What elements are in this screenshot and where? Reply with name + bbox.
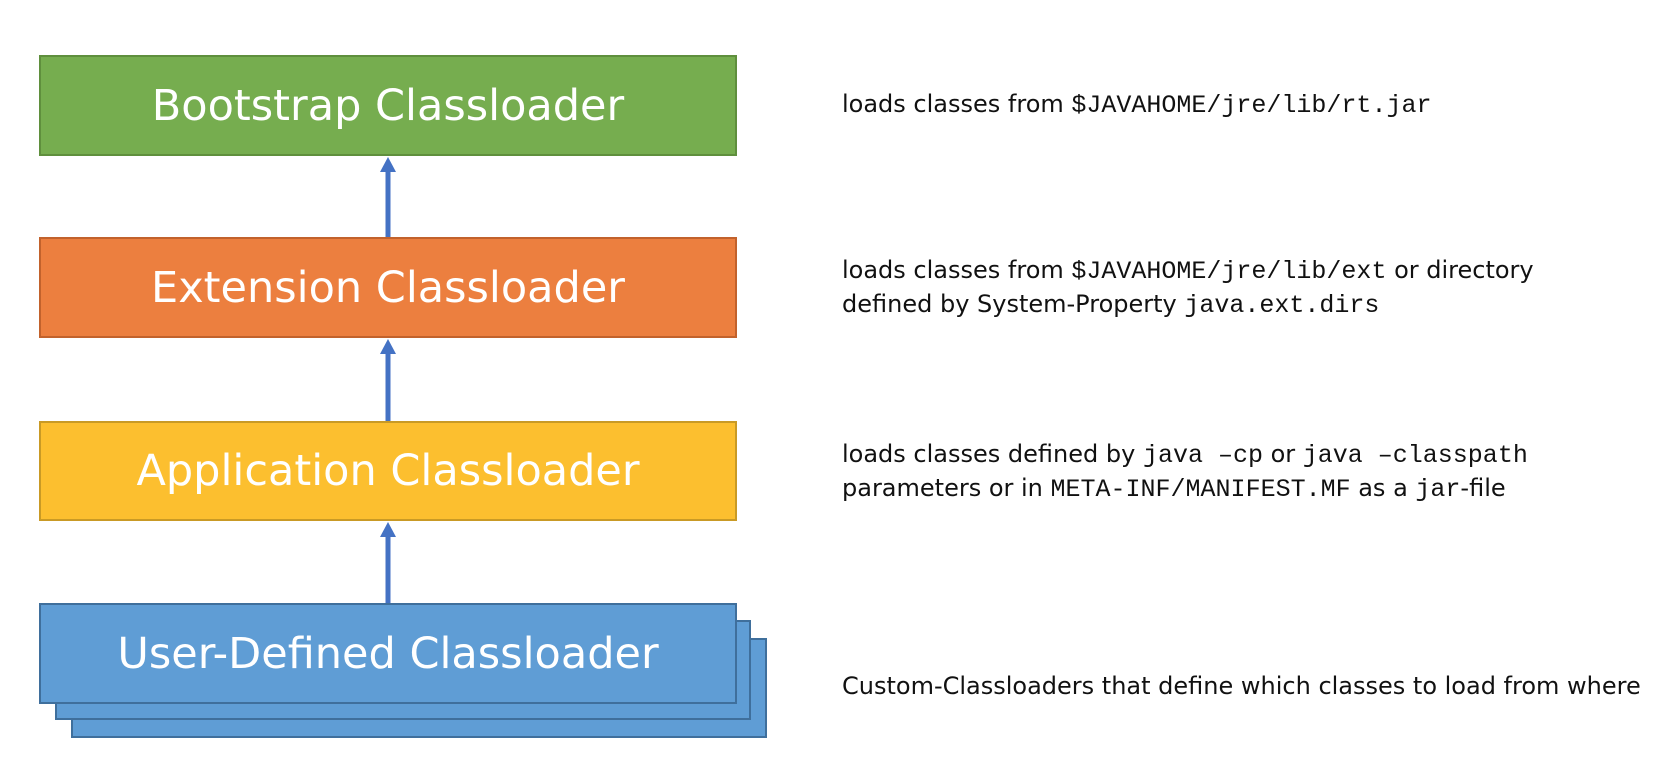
application-classloader-box: Application Classloader	[39, 421, 737, 521]
extension-classloader-label: Extension Classloader	[151, 262, 625, 313]
application-desc-line1: loads classes defined by java –cp or jav…	[842, 438, 1662, 472]
extension-classloader-box: Extension Classloader	[39, 237, 737, 338]
arrow-extension-to-bootstrap	[380, 157, 396, 237]
application-desc-code4: jar	[1415, 475, 1461, 504]
application-desc-code3: META-INF/MANIFEST.MF	[1050, 475, 1351, 504]
user-defined-classloader-label: User-Defined Classloader	[117, 628, 659, 679]
application-desc-line2: parameters or in META-INF/MANIFEST.MF as…	[842, 472, 1662, 506]
application-desc-mid2: as a	[1350, 474, 1416, 502]
extension-desc-text1: loads classes from	[842, 256, 1072, 284]
user-defined-desc-text: Custom-Classloaders that define which cl…	[842, 672, 1641, 700]
application-desc-text1: loads classes defined by	[842, 440, 1143, 468]
application-desc-text2: parameters or in	[842, 474, 1051, 502]
extension-desc-text2: defined by System-Property	[842, 290, 1185, 318]
bootstrap-description: loads classes from $JAVAHOME/jre/lib/rt.…	[842, 88, 1662, 122]
user-defined-description: Custom-Classloaders that define which cl…	[842, 670, 1662, 703]
extension-desc-tail: or directory	[1386, 256, 1534, 284]
arrow-application-to-extension	[380, 339, 396, 421]
bootstrap-desc-code: $JAVAHOME/jre/lib/rt.jar	[1071, 91, 1432, 120]
bootstrap-classloader-box: Bootstrap Classloader	[39, 55, 737, 156]
extension-desc-line2: defined by System-Property java.ext.dirs	[842, 288, 1662, 322]
extension-desc-code1: $JAVAHOME/jre/lib/ext	[1071, 257, 1387, 286]
application-desc-code2: java –classpath	[1302, 441, 1528, 470]
extension-desc-code2: java.ext.dirs	[1184, 291, 1380, 320]
application-desc-tail: -file	[1460, 474, 1506, 502]
extension-description: loads classes from $JAVAHOME/jre/lib/ext…	[842, 254, 1662, 322]
arrow-user-defined-to-application	[380, 522, 396, 603]
bootstrap-desc-text: loads classes from	[842, 90, 1072, 118]
extension-desc-line1: loads classes from $JAVAHOME/jre/lib/ext…	[842, 254, 1662, 288]
application-desc-mid: or	[1262, 440, 1303, 468]
user-defined-classloader-box: User-Defined Classloader	[39, 603, 737, 704]
application-classloader-label: Application Classloader	[136, 446, 640, 496]
application-description: loads classes defined by java –cp or jav…	[842, 438, 1662, 506]
bootstrap-classloader-label: Bootstrap Classloader	[151, 80, 625, 131]
application-desc-code1: java –cp	[1142, 441, 1263, 470]
